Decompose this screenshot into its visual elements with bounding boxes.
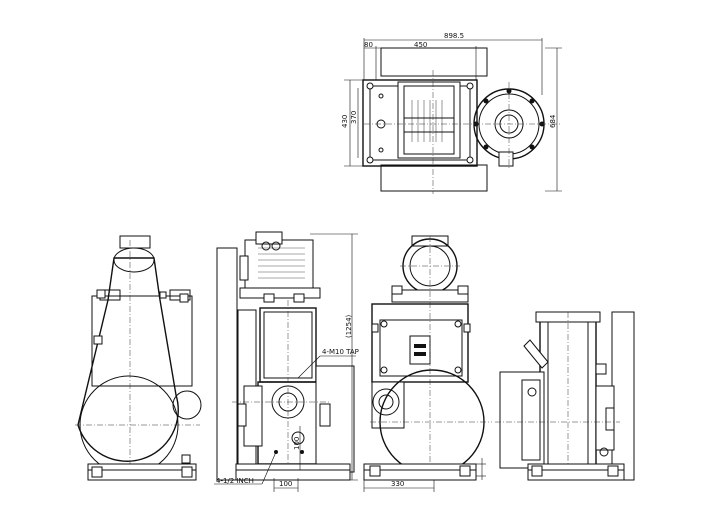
side-view-left <box>75 235 202 481</box>
side-view-right <box>495 311 635 481</box>
dim-offset-left: 80 <box>364 41 373 49</box>
front-view: (1254) 4-M10 TAP 100 100 4-1/2 INCH <box>214 231 359 492</box>
dim-span-top: 450 <box>414 41 427 49</box>
note-tap: 4-M10 TAP <box>322 348 359 356</box>
plan-view: 898.5 80 450 430 370 684 <box>341 32 562 194</box>
dim-total-depth: 684 <box>549 114 557 128</box>
dim-base-width: 330 <box>391 480 404 488</box>
rear-view: 330 <box>363 235 492 492</box>
dim-overall-width: 898.5 <box>444 32 464 40</box>
dim-depth-outer: 430 <box>341 115 349 128</box>
dim-depth-inner: 370 <box>350 111 358 124</box>
dim-foot-height: 100 <box>293 437 301 450</box>
dim-foot-spacing: 100 <box>279 480 292 488</box>
dim-height: (1254) <box>345 314 353 338</box>
note-inch: 4-1/2 INCH <box>216 477 254 485</box>
